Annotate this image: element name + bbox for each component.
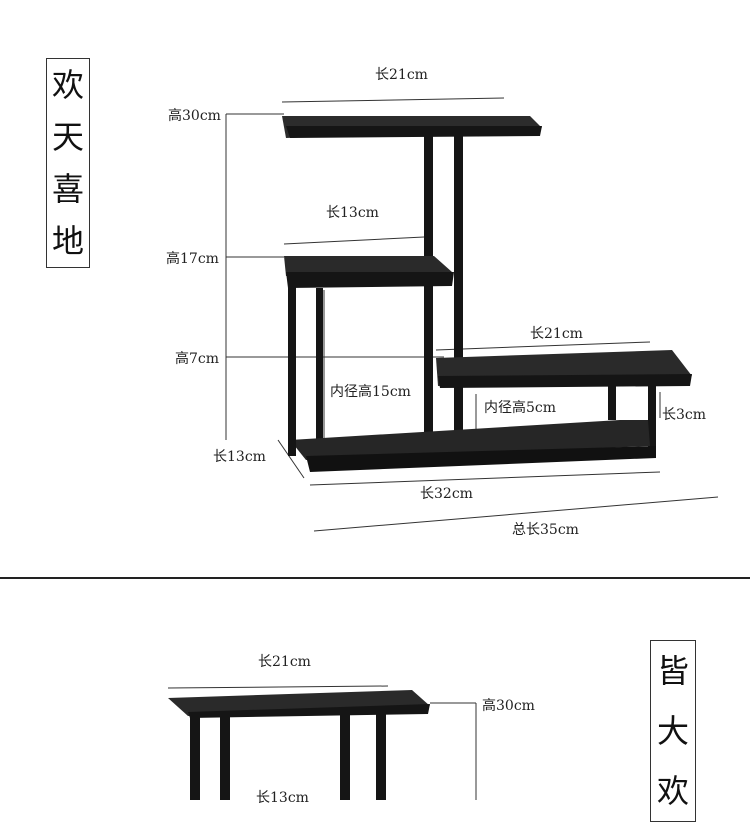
label-total-length: 总长35cm xyxy=(512,522,579,538)
label-depth-left: 长13cm xyxy=(213,449,266,465)
label-mid-length: 长13cm xyxy=(326,205,379,221)
title-char: 皆 xyxy=(656,652,689,690)
title-char: 天 xyxy=(51,118,84,156)
label-low-length: 长21cm xyxy=(530,326,583,342)
title-char: 喜 xyxy=(51,170,84,208)
shelf-diagram xyxy=(167,97,719,800)
shelf-top-unit xyxy=(282,116,542,454)
label-inner-height-large: 内径高15cm xyxy=(330,384,411,400)
shelf-middle-unit xyxy=(284,256,454,466)
label-bottom-mid-length: 长13cm xyxy=(256,790,309,806)
section-divider xyxy=(0,577,750,579)
title-char: 欢 xyxy=(51,66,84,104)
shelf-base xyxy=(288,420,656,472)
label-low-height: 高7cm xyxy=(175,351,220,367)
title-box-top: 欢 天 喜 地 xyxy=(46,58,90,268)
label-inner-height-small: 内径高5cm xyxy=(484,400,557,416)
title-box-bottom: 皆 大 欢 xyxy=(650,640,696,822)
shelf-low-unit xyxy=(436,350,692,456)
dimension-lines-top xyxy=(225,97,719,532)
title-char: 地 xyxy=(51,222,84,260)
label-mid-height: 高17cm xyxy=(166,251,219,267)
shelf-bottom-panel xyxy=(167,685,477,800)
title-char: 欢 xyxy=(656,772,689,810)
label-side-length: 长3cm xyxy=(662,407,707,423)
label-bottom-top-length: 长21cm xyxy=(258,654,311,670)
label-top-length: 长21cm xyxy=(375,67,428,83)
label-top-height: 高30cm xyxy=(168,108,221,124)
label-bottom-top-height: 高30cm xyxy=(482,698,535,714)
label-base-length: 长32cm xyxy=(420,486,473,502)
title-char: 大 xyxy=(656,712,689,750)
